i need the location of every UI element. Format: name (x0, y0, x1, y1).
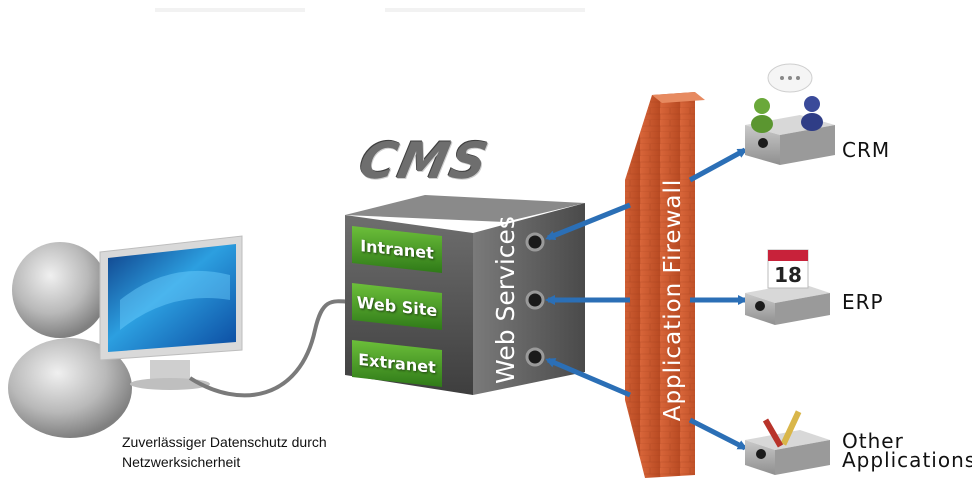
firewall-label: Application Firewall (660, 178, 686, 422)
port-socket (525, 232, 545, 252)
port-socket (525, 347, 545, 367)
caption-line1: Zuverlässiger Datenschutz durch (122, 434, 327, 450)
caption: Zuverlässiger Datenschutz durch Netzwerk… (122, 432, 422, 472)
monitor-icon (99, 235, 243, 390)
erp-label: ERP (842, 290, 884, 314)
other-label-line2: Applications (842, 448, 972, 472)
other-apps-box (745, 430, 830, 475)
other-applications-label: Other Applications (842, 429, 972, 472)
network-cable (188, 299, 351, 398)
top-faint-bar (385, 8, 585, 12)
calendar-icon (767, 249, 809, 289)
server-panel-website (352, 283, 442, 330)
top-faint-bar (155, 8, 305, 12)
erp-box (745, 283, 830, 325)
server-panel-intranet (352, 226, 442, 273)
server-panel-extranet (352, 340, 442, 387)
firewall-wall (625, 92, 705, 478)
port-socket (525, 290, 545, 310)
connection-arrows (545, 147, 748, 451)
pencil-ruler-icon (762, 410, 802, 448)
cms-title: CMS (354, 132, 495, 190)
caption-line2: Netzwerksicherheit (122, 454, 241, 470)
crm-label: CRM (842, 138, 891, 162)
user-person-icon (8, 242, 132, 438)
users-chat-icon (751, 63, 823, 133)
other-label-line1: Other (842, 429, 904, 453)
web-services-label: Web Services (490, 216, 520, 384)
calendar-day: 18 (774, 263, 802, 287)
